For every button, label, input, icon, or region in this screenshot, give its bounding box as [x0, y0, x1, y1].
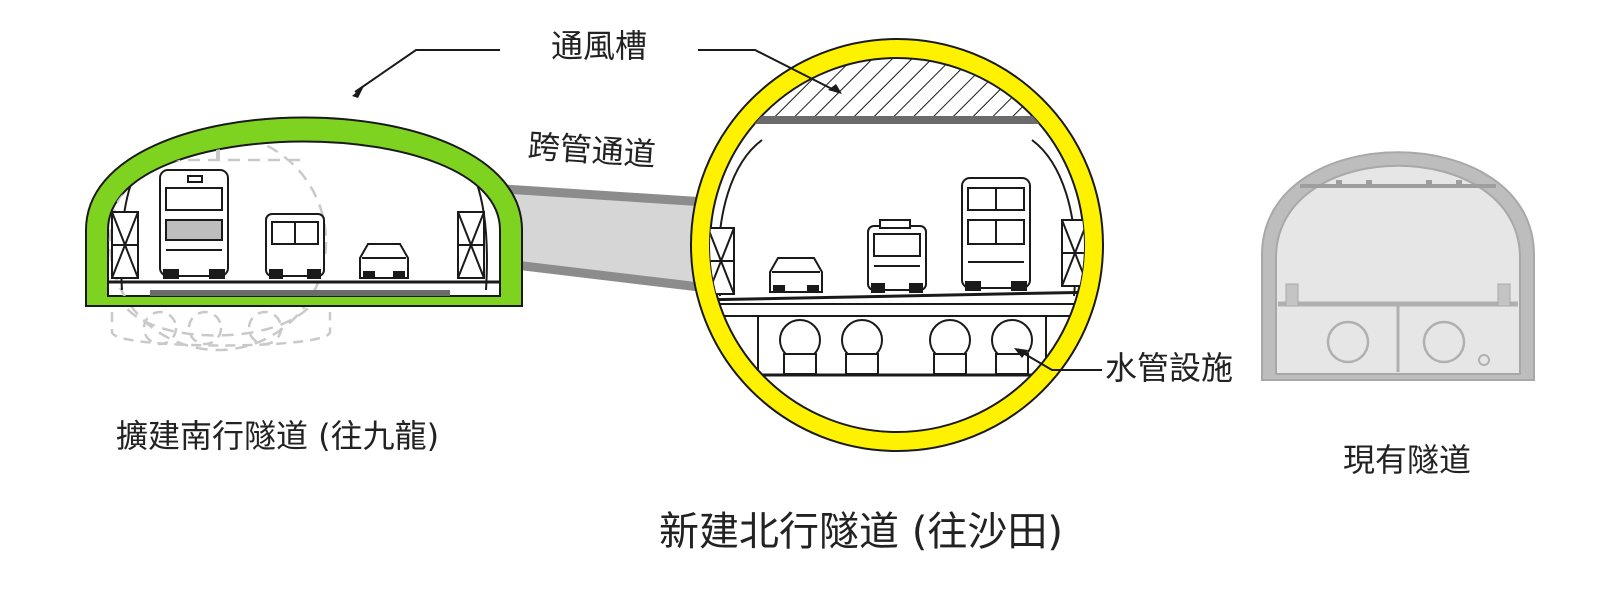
water-pipe — [929, 319, 971, 375]
leader-lines — [352, 49, 1102, 371]
water-pipe — [991, 319, 1033, 375]
southbound-equipment-left — [111, 211, 139, 279]
northbound-equipment-left — [710, 227, 735, 295]
water-pipes-label: 水管設施 — [1105, 349, 1234, 387]
southbound-tunnel — [85, 116, 523, 352]
southbound-double-decker-bus — [159, 169, 229, 279]
southbound-tunnel-label: 擴建南行隧道 (往九龍) — [116, 417, 440, 455]
existing-tunnel — [1261, 151, 1535, 381]
northbound-tunnel — [690, 38, 1104, 452]
water-pipe — [779, 319, 821, 375]
northbound-tunnel-label: 新建北行隧道 (往沙田) — [659, 509, 1063, 555]
ventilation-leader-right — [698, 49, 839, 93]
old-tunnel-base — [110, 310, 332, 347]
southbound-equipment-right — [457, 211, 485, 279]
southbound-minibus — [265, 213, 325, 279]
cross-passage-label: 跨管通道 — [526, 127, 657, 174]
northbound-minibus — [867, 219, 927, 293]
northbound-double-decker-bus — [961, 177, 1031, 291]
northbound-car — [769, 257, 823, 293]
water-pipe — [841, 319, 883, 375]
southbound-car — [359, 243, 409, 279]
existing-tunnel-label: 現有隧道 — [1343, 441, 1472, 479]
water-pipe-gallery — [710, 315, 1084, 377]
water-pipes-leader — [1017, 349, 1102, 371]
ventilation-leader-left — [354, 49, 500, 93]
cross-passage — [487, 183, 709, 293]
ventilation-duct-label: 通風槽 — [551, 27, 648, 65]
